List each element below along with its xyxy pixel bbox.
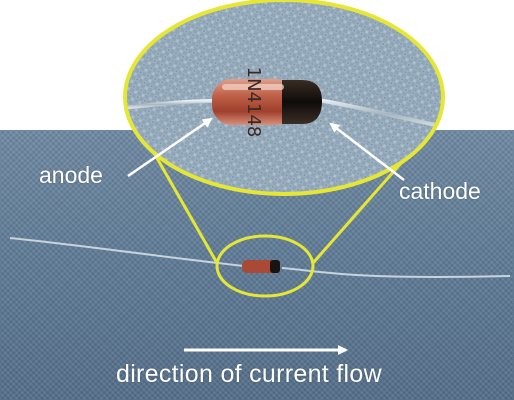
cathode-arrow — [329, 122, 405, 181]
cathode-label: cathode — [399, 178, 481, 204]
small-cathode-band — [270, 260, 280, 273]
long-cathode-lead — [281, 267, 511, 279]
anode-label: anode — [39, 162, 103, 188]
diode-glass-body — [212, 79, 296, 125]
magnified-view: 1N4148 — [125, 0, 443, 194]
full-diode — [9, 237, 511, 279]
current-flow-label: direction of current flow — [116, 360, 382, 388]
zoom-ellipse — [123, 0, 445, 196]
cathode-band — [282, 80, 322, 124]
long-anode-lead — [9, 237, 245, 267]
diode-marking-text: 1N4148 — [243, 67, 264, 138]
highlight-ellipse — [215, 234, 315, 298]
anode-arrow — [127, 117, 213, 178]
small-diode-body — [242, 260, 278, 273]
